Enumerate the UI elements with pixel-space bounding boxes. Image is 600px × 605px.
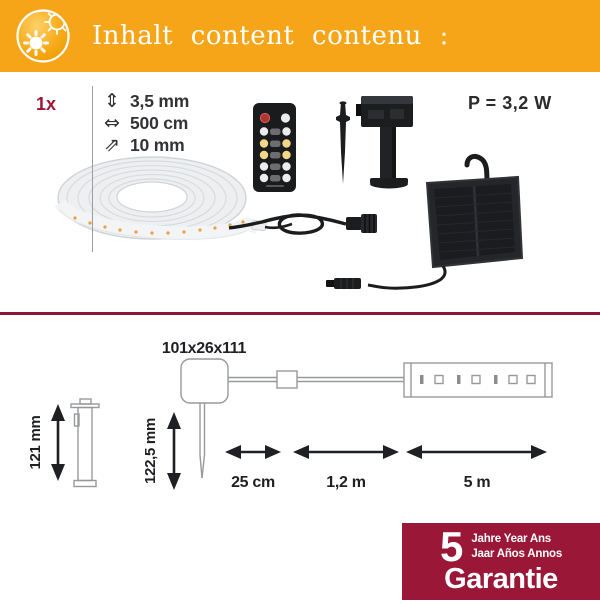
post-height-dimension: 121 mm [27,404,65,481]
distance-5m: 5 m [406,445,547,491]
warranty-lang-line2: Jaar Años Annos [471,547,563,560]
warranty-title: Garantie [444,563,558,596]
spec-strip-width: ⇗ 10 mm [104,134,189,156]
led-dots [73,216,245,235]
spec-value: 3,5 mm [130,90,190,111]
warranty-lang-line1: Jahre Year Ans [471,533,551,546]
spec-value: 500 cm [130,112,189,133]
solar-box-dimensions-label: 101x26x111 [162,340,247,357]
solar-panel [367,153,524,290]
cable-drawing [228,370,404,389]
warranty-badge: 5 Jahre Year Ans Jaar Años Annos Garanti… [402,523,600,600]
section-divider [0,312,600,315]
spike-height-dimension: 122,5 mm [142,412,181,490]
distance-5m-label: 5 m [464,474,491,491]
quantity-label: 1x [36,94,57,114]
connector-plug [326,278,361,289]
vertical-divider [92,86,93,252]
mounting-post [356,96,413,189]
spec-strip-length: ⇔ 500 cm [104,112,189,134]
remote-control [253,103,296,192]
product-illustrations [54,96,524,290]
vertical-double-arrow-icon: ⇕ [104,90,120,112]
solar-box-drawing: 101x26x111 [162,340,247,479]
inline-connector-drawing [276,370,298,389]
post-outline-drawing [70,398,100,488]
led-strip-drawing [403,362,553,398]
distance-1-2m: 1,2 m [293,445,399,491]
spike-height-label: 122,5 mm [142,418,159,484]
warranty-languages: Jahre Year Ans Jaar Años Annos [471,532,562,561]
distance-1-2m-label: 1,2 m [326,474,365,491]
sun-icon [16,9,70,63]
warranty-years: 5 [439,522,464,570]
diagram-drawing: 121 mm 122,5 mm 101x26x111 [27,340,553,491]
contents-section: 1x ⇕ 3,5 mm ⇔ 500 cm ⇗ 10 mm P = 3,2 W [0,72,600,313]
distance-25cm: 25 cm [225,445,281,491]
warranty-top-row: 5 Jahre Year Ans Jaar Años Annos [439,522,562,570]
power-rating-label: P = 3,2 W [468,93,552,113]
spec-strip-height: ⇕ 3,5 mm [104,90,189,112]
header-title: Inhalt content contenu : [92,21,449,51]
solar-cable [367,265,447,290]
post-height-label: 121 mm [27,415,44,469]
diagonal-arrow-icon: ⇗ [104,134,120,156]
header-bar: Inhalt content contenu : [0,0,600,72]
connector-cable-bundle [228,213,377,235]
hanging-hook [464,153,490,187]
spec-list: ⇕ 3,5 mm ⇔ 500 cm ⇗ 10 mm [104,90,189,156]
spec-value: 10 mm [130,134,185,155]
ground-spike [336,101,350,184]
distance-25cm-label: 25 cm [231,474,275,491]
horizontal-double-arrow-icon: ⇔ [104,112,120,134]
